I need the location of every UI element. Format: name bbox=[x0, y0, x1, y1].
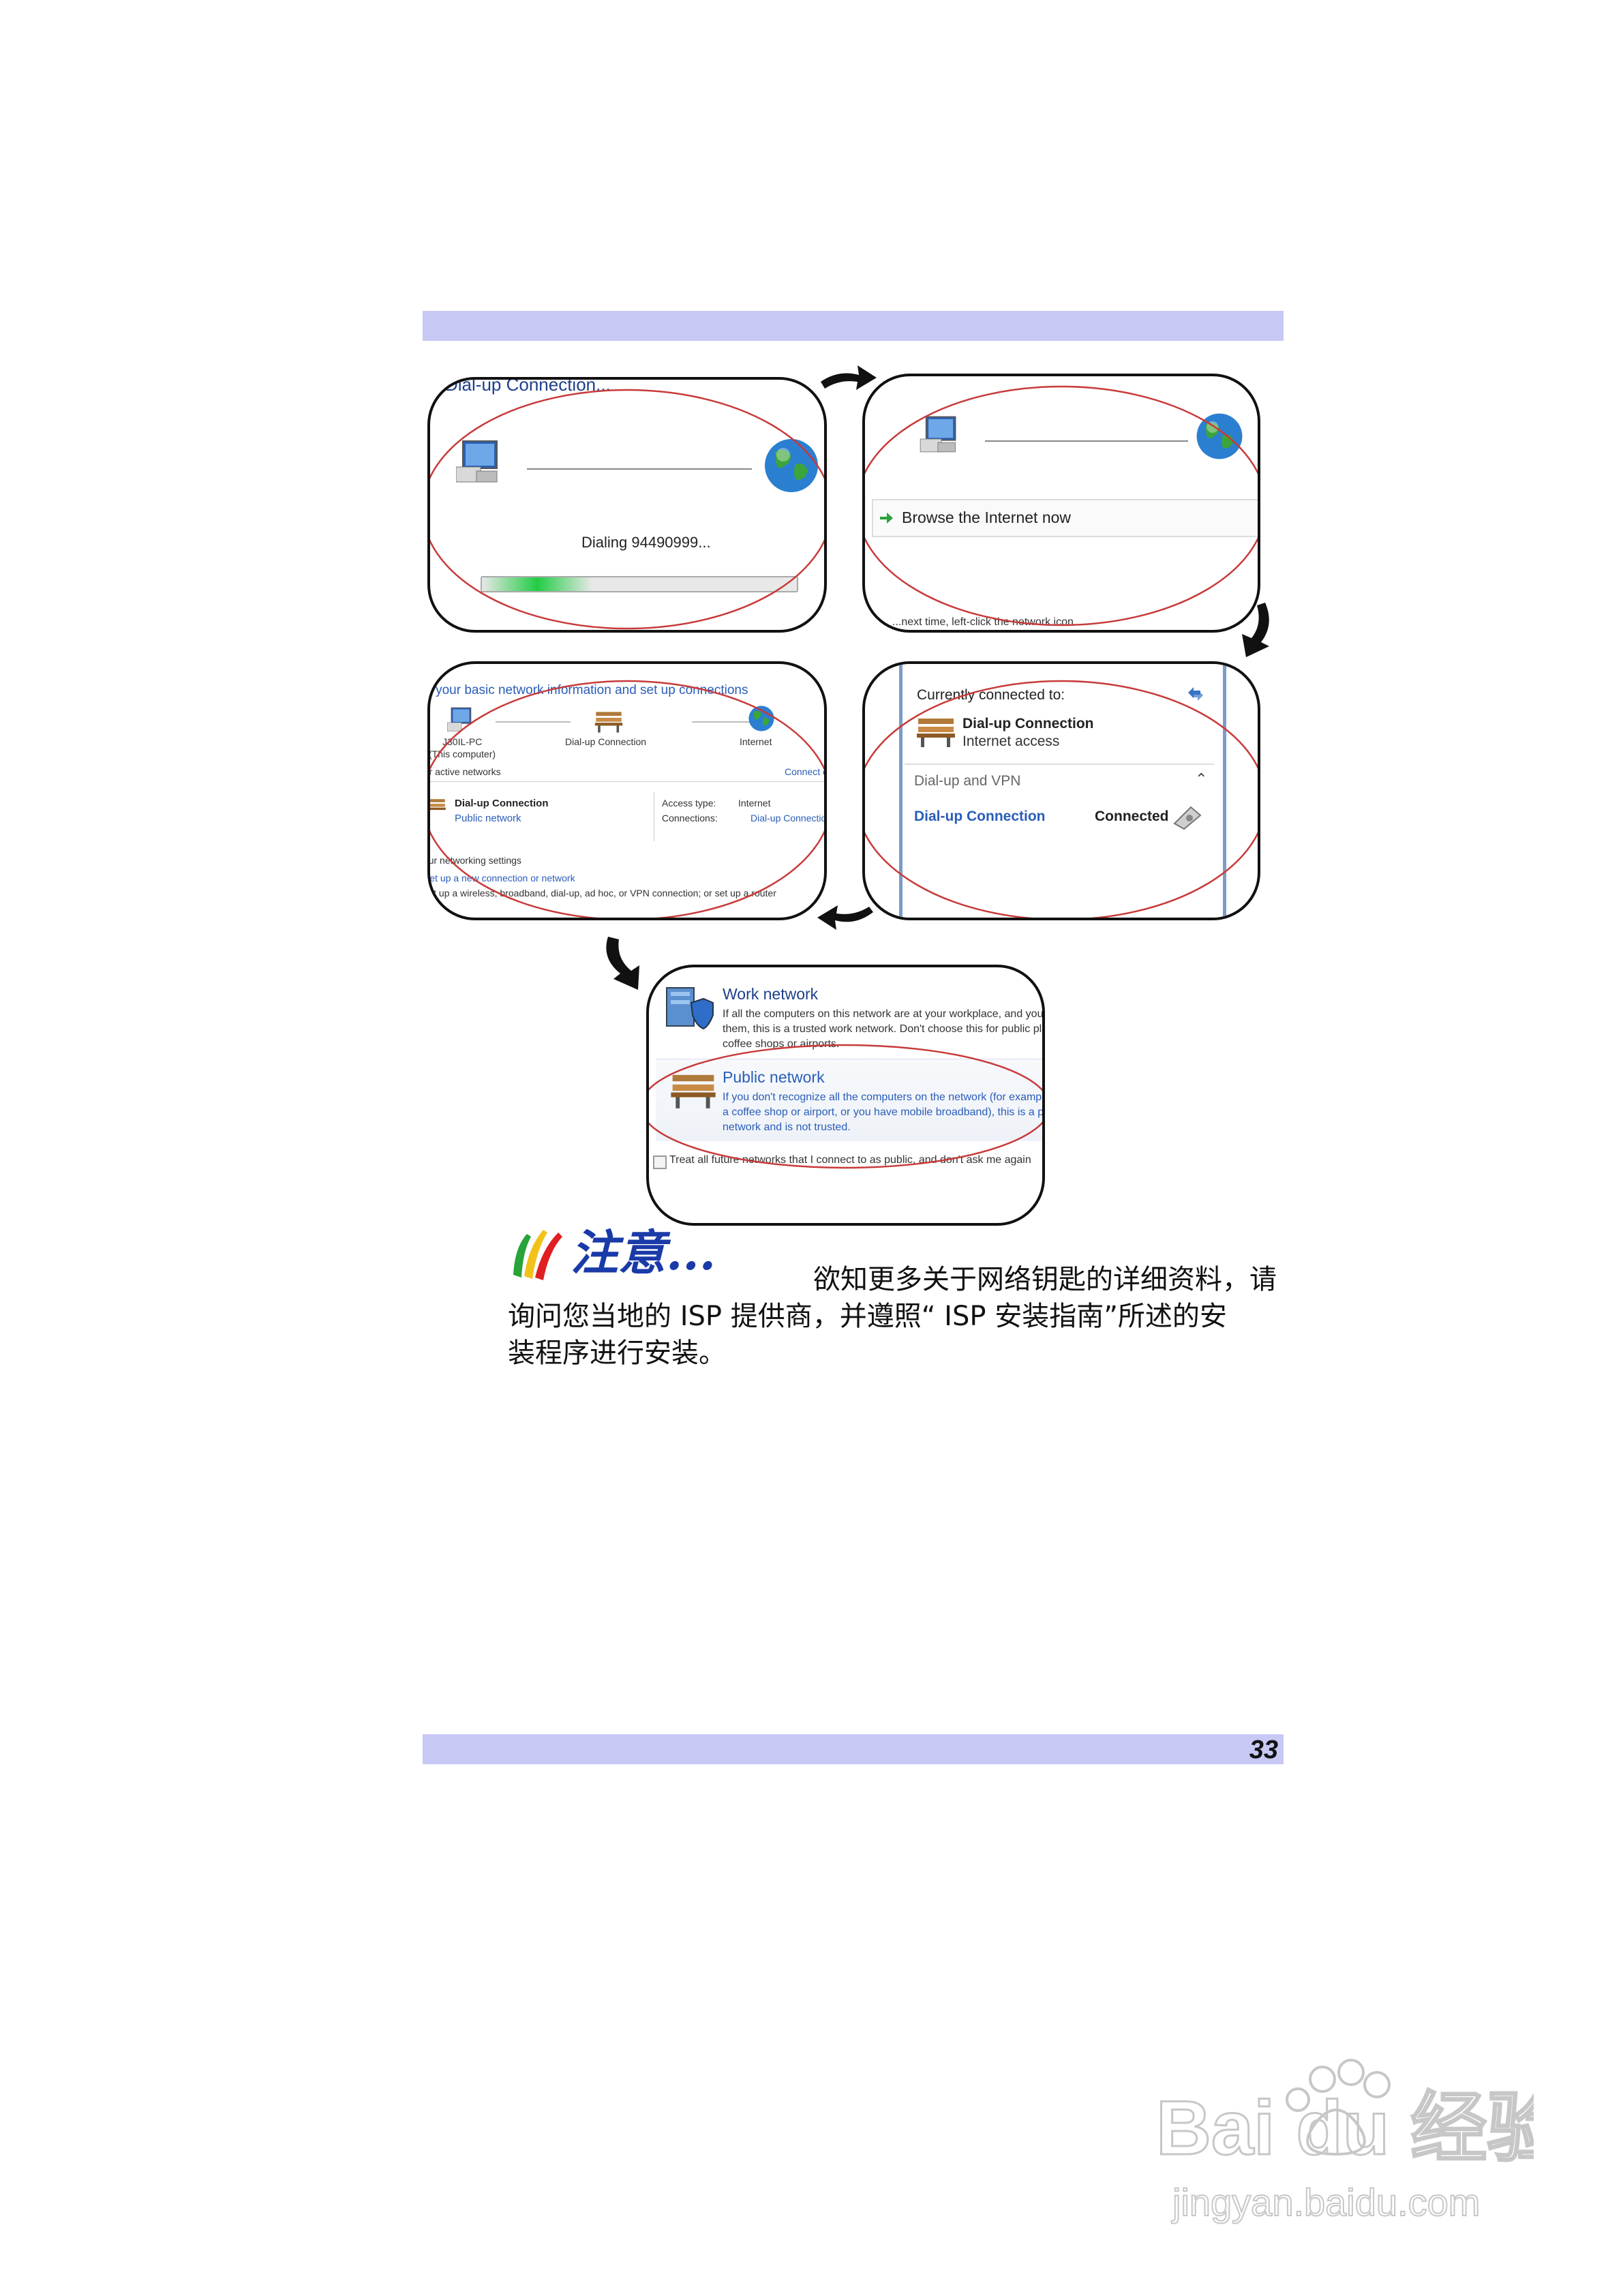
note-line-3: 装程序进行安装。 bbox=[508, 1338, 726, 1369]
green-arrow-icon bbox=[880, 513, 893, 524]
access-type-value: Internet bbox=[738, 798, 771, 809]
dialing-progress-fill bbox=[482, 577, 592, 591]
bench-icon bbox=[430, 799, 446, 811]
map-line-1 bbox=[496, 721, 571, 723]
settings-heading: Change your networking settings bbox=[428, 855, 521, 866]
panel-browse: Browse the Internet now ...next time, le… bbox=[862, 374, 1260, 633]
connection-line bbox=[527, 468, 752, 470]
network-center-heading: View your basic network information and … bbox=[427, 683, 748, 697]
public-network-desc-3: network and is not trusted. bbox=[723, 1121, 851, 1133]
computer-icon bbox=[456, 440, 498, 483]
globe-icon bbox=[765, 439, 818, 492]
header-band bbox=[423, 311, 1284, 341]
active-network-name: Dial-up Connection bbox=[455, 798, 549, 809]
bench-icon bbox=[917, 719, 955, 747]
flow-arrow-down bbox=[1242, 603, 1269, 657]
connect-disconnect-link[interactable]: Connect or disconnect bbox=[785, 766, 824, 777]
connection-line bbox=[985, 440, 1188, 442]
note-logo-text: 注意... bbox=[571, 1224, 716, 1281]
public-network-desc-1: If you don't recognize all the computers… bbox=[723, 1091, 1045, 1103]
bench-icon bbox=[594, 712, 623, 733]
work-network-icon bbox=[666, 987, 714, 1030]
public-network-desc-2: a coffee shop or airport, or you have mo… bbox=[723, 1106, 1045, 1118]
note-line-1: 欲知更多关于网络钥匙的详细资料，请 bbox=[813, 1264, 1277, 1295]
node-internet: Internet bbox=[740, 736, 772, 747]
note-text: 欲知更多关于网络钥匙的详细资料，请 询问您当地的 ISP 提供商，并遵照“ IS… bbox=[508, 1261, 1285, 1372]
note-logo: 注意... bbox=[513, 1224, 716, 1281]
dialup-connection-item[interactable]: Dial-up Connection bbox=[914, 809, 1046, 824]
footer-band: 33 bbox=[423, 1734, 1284, 1764]
active-network-divider bbox=[430, 781, 824, 782]
flow-arrow-left bbox=[817, 905, 873, 930]
panel-connected: Currently connected to: Dial-up Connecti… bbox=[862, 661, 1260, 920]
access-type-label: Access type: bbox=[662, 798, 716, 809]
browse-internet-link[interactable]: Browse the Internet now bbox=[872, 499, 1258, 537]
dialup-modem-icon bbox=[1173, 806, 1202, 830]
watermark-brand: Bai du 经验 bbox=[1156, 2085, 1534, 2171]
panel-network-center: View your basic network information and … bbox=[427, 661, 827, 920]
flow-arrow-right bbox=[821, 365, 877, 390]
treat-public-checkbox[interactable] bbox=[653, 1155, 667, 1169]
node-dialup: Dial-up Connection bbox=[565, 736, 647, 747]
treat-public-label: Treat all future networks that I connect… bbox=[669, 1154, 1031, 1166]
section-dialup-vpn[interactable]: Dial-up and VPN bbox=[914, 773, 1021, 789]
currently-connected-label: Currently connected to: bbox=[917, 687, 1065, 703]
setup-connection-desc: Set up a wireless, broadband, dial-up, a… bbox=[427, 888, 776, 898]
computer-icon bbox=[447, 707, 472, 731]
dialing-status: Dialing 94490999... bbox=[581, 534, 711, 551]
connection-name: Dial-up Connection bbox=[962, 716, 1094, 731]
connection-access: Internet access bbox=[962, 734, 1060, 749]
panel-network-location: Work network If all the computers on thi… bbox=[646, 965, 1045, 1226]
public-network-title[interactable]: Public network bbox=[723, 1068, 825, 1086]
node-computer-sub: (This computer) bbox=[429, 749, 496, 759]
panel2-footer-text: ...next time, left-click the network ico… bbox=[892, 616, 1083, 628]
dialing-progress-bar bbox=[481, 576, 798, 592]
connection-status-label: Connected bbox=[1095, 809, 1169, 824]
active-networks-heading: View your active networks bbox=[429, 766, 501, 777]
work-network-title[interactable]: Work network bbox=[723, 985, 819, 1003]
setup-connection-link[interactable]: Set up a new connection or network bbox=[427, 873, 575, 883]
work-network-desc-2: them, this is a trusted work network. Do… bbox=[723, 1023, 1042, 1035]
refresh-icon[interactable] bbox=[1185, 684, 1206, 704]
connections-label: Connections: bbox=[662, 813, 718, 824]
panel-dialing: Dial-up Connection... Dialing 94490999..… bbox=[427, 377, 827, 633]
active-network-type-link[interactable]: Public network bbox=[455, 813, 521, 824]
dialup-title: Dial-up Connection... bbox=[445, 377, 611, 395]
note-line-2: 询问您当地的 ISP 提供商，并遵照“ ISP 安装指南”所述的安 bbox=[508, 1301, 1227, 1332]
work-network-desc-1: If all the computers on this network are… bbox=[723, 1008, 1045, 1020]
work-network-desc-3: coffee shops or airports. bbox=[723, 1038, 840, 1050]
section-divider bbox=[905, 764, 1214, 765]
baidu-watermark: Bai du 经验 jingyan.baidu.com bbox=[1155, 2059, 1534, 2224]
browse-internet-label: Browse the Internet now bbox=[902, 509, 1072, 526]
flow-arrow-down-right bbox=[606, 937, 639, 990]
watermark-url: jingyan.baidu.com bbox=[1171, 2181, 1480, 2224]
globe-icon bbox=[1196, 413, 1243, 459]
computer-icon bbox=[920, 416, 956, 453]
page-number: 33 bbox=[1249, 1736, 1278, 1764]
node-computer-name: J30IL-PC bbox=[442, 736, 483, 747]
globe-icon bbox=[748, 706, 774, 731]
collapse-chevron-icon[interactable]: ⌃ bbox=[1195, 770, 1208, 787]
connections-value-link[interactable]: Dial-up Connection bbox=[750, 813, 827, 824]
bench-icon bbox=[671, 1074, 716, 1108]
